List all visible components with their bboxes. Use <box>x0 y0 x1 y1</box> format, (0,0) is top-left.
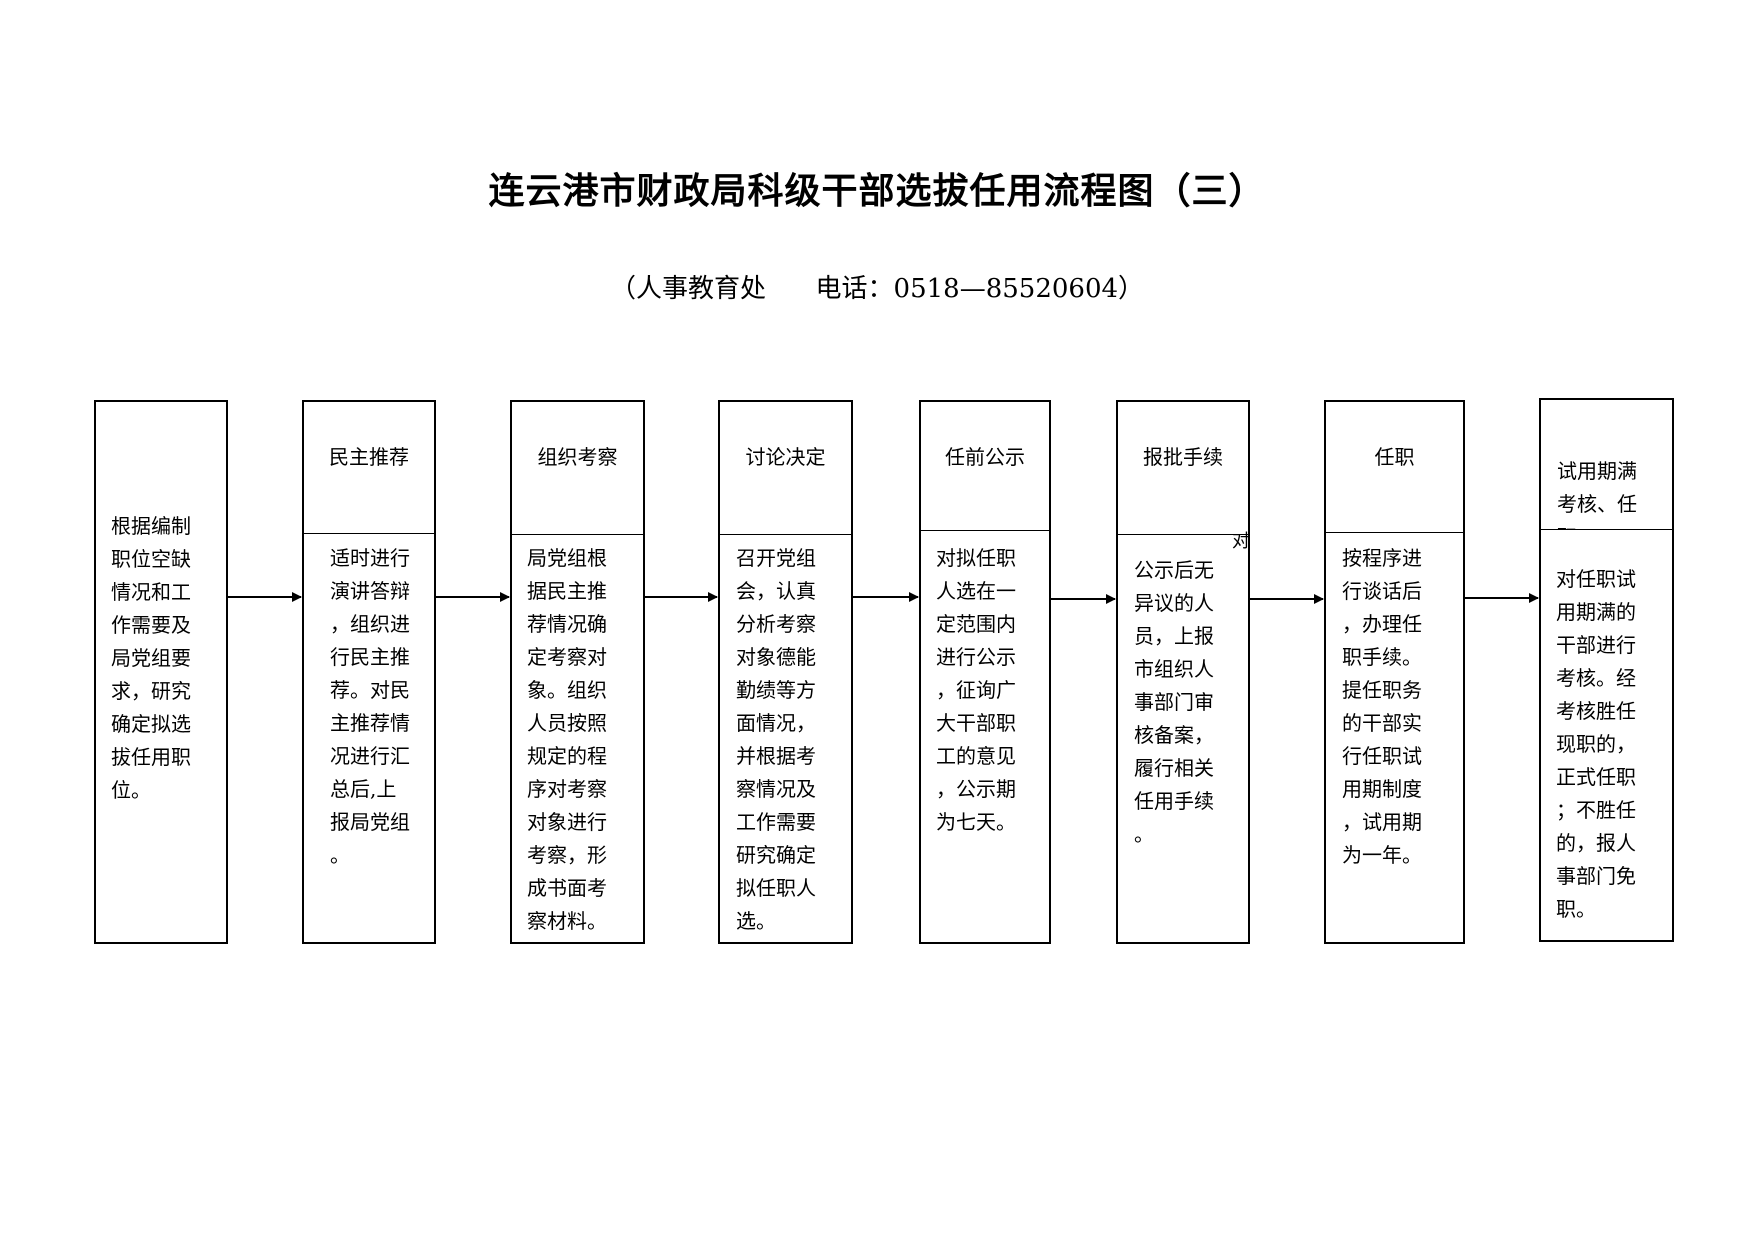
step-3-text: 局党组根 据民主推 荐情况确 定考察对 象。组织 人员按照 规定的程 序对考察 … <box>527 546 607 933</box>
step-4-header: 讨论决定 <box>720 402 851 535</box>
page-title: 连云港市财政局科级干部选拔任用流程图（三） <box>488 170 1266 212</box>
step-7-header: 任职 <box>1326 402 1463 533</box>
step-box-5: 任前公示 <box>919 400 1051 944</box>
step-box-7: 任职 <box>1324 400 1465 944</box>
page-subtitle: （人事教育处 电话：0518—85520604） <box>609 274 1145 304</box>
step-6-text: 公示后无 异议的人 员，上报 市组织人 事部门审 核备案， 履行相关 任用手续 … <box>1134 558 1214 846</box>
step-box-2: 民主推荐 <box>302 400 436 944</box>
step-1-text: 根据编制 职位空缺 情况和工 作需要及 局党组要 求，研究 确定拟选 拔任用职 … <box>111 514 191 802</box>
step-box-1 <box>94 400 228 944</box>
step-4-label: 讨论决定 <box>745 445 826 469</box>
step-8-header: 试用期满 考核、任 职 <box>1541 400 1672 530</box>
step-2-text: 适时进行 演讲答辩 ，组织进 行民主推 荐。对民 主推荐情 况进行汇 总后,上 … <box>330 546 410 867</box>
step-3-header: 组织考察 <box>512 402 643 535</box>
step-box-4: 讨论决定 <box>718 400 853 944</box>
step-box-8: 试用期满 考核、任 职 <box>1539 398 1674 942</box>
step-5-label: 任前公示 <box>945 445 1025 469</box>
step-7-text: 按程序进 行谈话后 ，办理任 职手续。 提任职务 的干部实 行任职试 用期制度 … <box>1342 546 1422 867</box>
step-2-header: 民主推荐 <box>304 402 434 534</box>
step-3-label: 组织考察 <box>537 445 618 469</box>
step-6-label: 报批手续 <box>1143 445 1223 469</box>
step-box-6: 报批手续 <box>1116 400 1250 944</box>
step-4-text: 召开党组 会，认真 分析考察 对象德能 勤绩等方 面情况， 并根据考 察情况及 … <box>736 546 816 933</box>
step-8-text: 对任职试 用期满的 干部进行 考核。经 考核胜任 现职的， 正式任职 ；不胜任 … <box>1556 567 1636 921</box>
step-6-header: 报批手续 <box>1118 402 1248 535</box>
stray-character: 对 <box>1232 531 1250 552</box>
step-2-label: 民主推荐 <box>329 445 409 469</box>
step-box-3: 组织考察 <box>510 400 645 944</box>
step-8-label: 试用期满 考核、任 职 <box>1557 459 1637 530</box>
step-5-header: 任前公示 <box>921 402 1049 531</box>
step-7-label: 任职 <box>1374 445 1415 469</box>
step-5-text: 对拟任职 人选在一 定范围内 进行公示 ，征询广 大干部职 工的意见 ，公示期 … <box>936 546 1016 834</box>
